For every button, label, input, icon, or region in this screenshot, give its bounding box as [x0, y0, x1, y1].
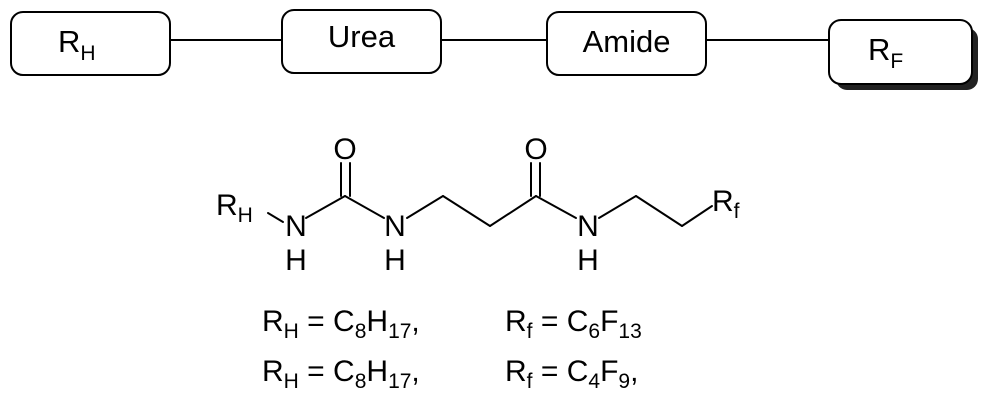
- atom-n2: N: [384, 210, 406, 243]
- bond-c1-n2: [344, 195, 385, 219]
- box-rf-sub: F: [890, 50, 903, 73]
- schematic-box-amide: Amide: [546, 11, 707, 76]
- svg-text:Rf: Rf: [712, 185, 740, 223]
- atom-h2: H: [384, 244, 406, 277]
- svg-text:RH: RH: [58, 24, 96, 65]
- struct-rh-sub: H: [238, 204, 253, 227]
- structure-bonds: [267, 162, 713, 227]
- atom-o1: O: [333, 133, 356, 166]
- bond-n1-c1: [305, 195, 346, 219]
- box-rh-main: R: [58, 24, 80, 59]
- box-urea-label: Urea: [328, 19, 396, 54]
- box-rf-main: R: [868, 32, 890, 67]
- bond-n2-c2: [406, 195, 444, 219]
- struct-rh-main: R: [216, 189, 238, 222]
- schematic-box-rh: RH: [10, 11, 171, 76]
- bond-c4-n3: [535, 195, 577, 219]
- box-amide-label: Amide: [583, 24, 671, 59]
- formula-line-2: RH = C8H17,Rf = C4F9,: [262, 355, 638, 393]
- atom-n3: N: [577, 210, 599, 243]
- bond-n3-c5: [598, 195, 637, 219]
- bond-c5-c6: [635, 195, 683, 227]
- formula-lines: RH = C8H17,Rf = C6F13 RH = C8H17,Rf = C4…: [262, 305, 642, 393]
- structure-atoms: RH O O N H N H N H Rf: [216, 133, 740, 277]
- bond-c3-c4: [489, 195, 537, 227]
- formula-line-1: RH = C8H17,Rf = C6F13: [262, 305, 642, 343]
- struct-rf-sub: f: [734, 200, 740, 223]
- schematic-box-rf: RF: [828, 19, 973, 85]
- bond-c6-rf: [681, 205, 713, 227]
- atom-n1: N: [285, 210, 307, 243]
- atom-h1: H: [285, 244, 307, 277]
- atom-o2: O: [524, 133, 547, 166]
- schematic-box-urea: Urea: [281, 9, 442, 74]
- box-rh-sub: H: [80, 42, 95, 65]
- bond-c2-c3: [442, 195, 491, 227]
- svg-text:RF: RF: [868, 32, 903, 73]
- struct-rf-main: R: [712, 185, 734, 218]
- svg-text:RH: RH: [216, 189, 253, 227]
- atom-h3: H: [577, 244, 599, 277]
- bond-rh-n1: [267, 212, 284, 223]
